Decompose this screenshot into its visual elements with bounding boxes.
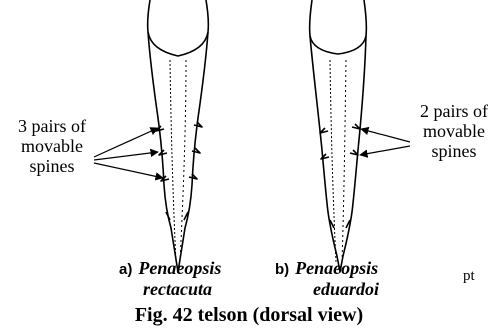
caption-a: a) Penaeopsis rectacuta: [119, 258, 249, 302]
caption-a-letter: a): [119, 261, 132, 278]
telson-b-drawing: [310, 0, 367, 272]
caption-b-species: eduardoi: [313, 279, 379, 299]
right-callout-arrows: [360, 129, 410, 155]
caption-b-genus: Penaeopsis: [295, 258, 378, 278]
left-callout-label: 3 pairs of movable spines: [4, 116, 100, 176]
caption-a-genus: Penaeopsis: [138, 258, 221, 278]
right-callout-line1: 2 pairs of: [408, 101, 498, 121]
right-callout-label: 2 pairs of movable spines: [408, 101, 498, 161]
left-callout-arrows: [94, 128, 163, 178]
right-callout-line3: spines: [408, 141, 498, 161]
stray-text-fragment: pt: [463, 268, 475, 285]
left-callout-line2: movable: [4, 136, 100, 156]
left-callout-line3: spines: [4, 156, 100, 176]
caption-a-species: rectacuta: [143, 279, 212, 299]
caption-b-letter: b): [275, 261, 289, 278]
right-callout-line2: movable: [408, 121, 498, 141]
figure-title: Fig. 42 telson (dorsal view): [0, 304, 498, 327]
left-callout-line1: 3 pairs of: [4, 116, 100, 136]
caption-b: b) Penaeopsis eduardoi: [275, 258, 415, 302]
telson-a-drawing: [148, 0, 209, 272]
